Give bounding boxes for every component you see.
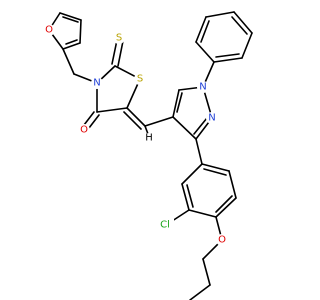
bond — [195, 138, 203, 165]
bond — [195, 41, 215, 63]
label-mask — [216, 234, 228, 246]
bond — [215, 197, 237, 218]
label-mask — [78, 124, 90, 136]
atom-s-thione: S — [116, 33, 122, 44]
bond — [62, 42, 81, 50]
bond — [96, 107, 128, 113]
bond — [195, 16, 207, 43]
bond — [205, 11, 235, 18]
atom-n-thiazolidine: N — [93, 78, 100, 89]
molecule-diagram: O S S N O N N Cl O H — [43, 11, 253, 300]
bond — [241, 32, 253, 59]
bond — [176, 92, 183, 113]
bond — [144, 116, 174, 127]
label-mask — [134, 73, 146, 85]
bond — [59, 12, 82, 21]
label-mask — [113, 32, 125, 44]
atom-o-furan: O — [45, 25, 53, 36]
bond — [188, 209, 217, 218]
bond — [117, 40, 124, 67]
bond — [203, 168, 227, 176]
bond — [123, 111, 142, 130]
bonds — [48, 11, 253, 300]
bond — [193, 117, 208, 135]
bond — [189, 284, 211, 300]
bond — [233, 11, 253, 34]
bond — [228, 170, 237, 199]
bond — [65, 39, 78, 45]
bond — [126, 107, 146, 127]
bond — [88, 114, 100, 129]
atom-n-pyrazole-1: N — [199, 82, 206, 93]
bond — [62, 48, 75, 75]
label-mask — [91, 77, 103, 89]
bond — [181, 163, 203, 185]
atom-cl: Cl — [160, 220, 170, 231]
bond — [83, 111, 95, 126]
bond — [201, 163, 230, 172]
bond — [231, 16, 248, 35]
label-mask — [206, 112, 218, 124]
bond — [144, 125, 149, 135]
bond — [186, 184, 194, 208]
label-mask — [197, 81, 209, 93]
bond — [215, 53, 240, 58]
bond — [111, 39, 118, 65]
bond — [213, 57, 243, 63]
bond — [172, 89, 180, 118]
atom-h-methine: H — [145, 133, 153, 144]
bond — [202, 258, 211, 286]
bond — [172, 116, 197, 140]
atom-s-ring: S — [137, 74, 143, 85]
bond — [62, 16, 79, 23]
atom-labels: O S S N O N N Cl O H — [43, 24, 228, 246]
bond — [215, 195, 233, 213]
atom-o-ether: O — [218, 235, 226, 246]
bond — [181, 183, 190, 211]
label-mask — [43, 24, 55, 36]
label-mask — [144, 133, 154, 143]
atom-o-carbonyl: O — [80, 125, 88, 136]
label-mask — [156, 218, 174, 232]
bond — [79, 19, 82, 44]
bond — [200, 20, 210, 43]
atom-n-pyrazole-2: N — [208, 113, 215, 124]
